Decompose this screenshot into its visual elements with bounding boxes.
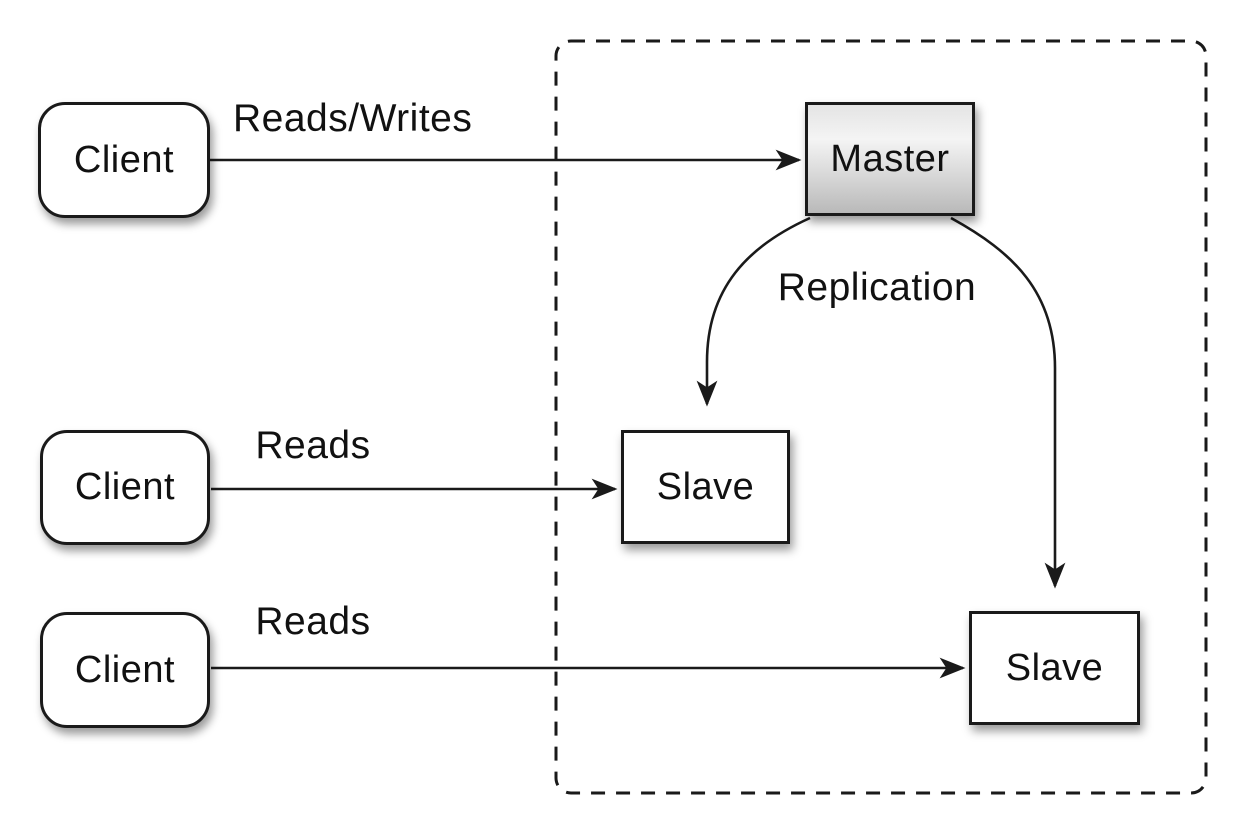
node-slave-top-label: Slave <box>656 465 755 508</box>
node-client-bottom-label: Client <box>74 648 176 691</box>
node-client-middle: Client <box>40 430 210 545</box>
node-client-bottom: Client <box>40 612 210 728</box>
node-client-top-label: Client <box>73 138 175 181</box>
edge-label-reads-bottom: Reads <box>255 600 371 643</box>
node-slave-top: Slave <box>621 430 790 544</box>
node-master: Master <box>805 102 975 216</box>
node-client-middle-label: Client <box>74 466 176 508</box>
edge-label-reads-middle: Reads <box>255 424 371 467</box>
replication-cluster-boundary <box>554 39 1208 795</box>
edge-replication-right-arrow <box>950 216 1066 589</box>
node-slave-bottom-label: Slave <box>1005 646 1104 689</box>
node-master-label: Master <box>830 137 950 180</box>
edge-label-reads-writes: Reads/Writes <box>233 97 473 140</box>
node-slave-bottom: Slave <box>969 611 1140 725</box>
edge-label-replication: Replication <box>777 266 977 309</box>
edge-replication-left-arrow <box>696 216 811 407</box>
node-client-top: Client <box>38 102 210 218</box>
